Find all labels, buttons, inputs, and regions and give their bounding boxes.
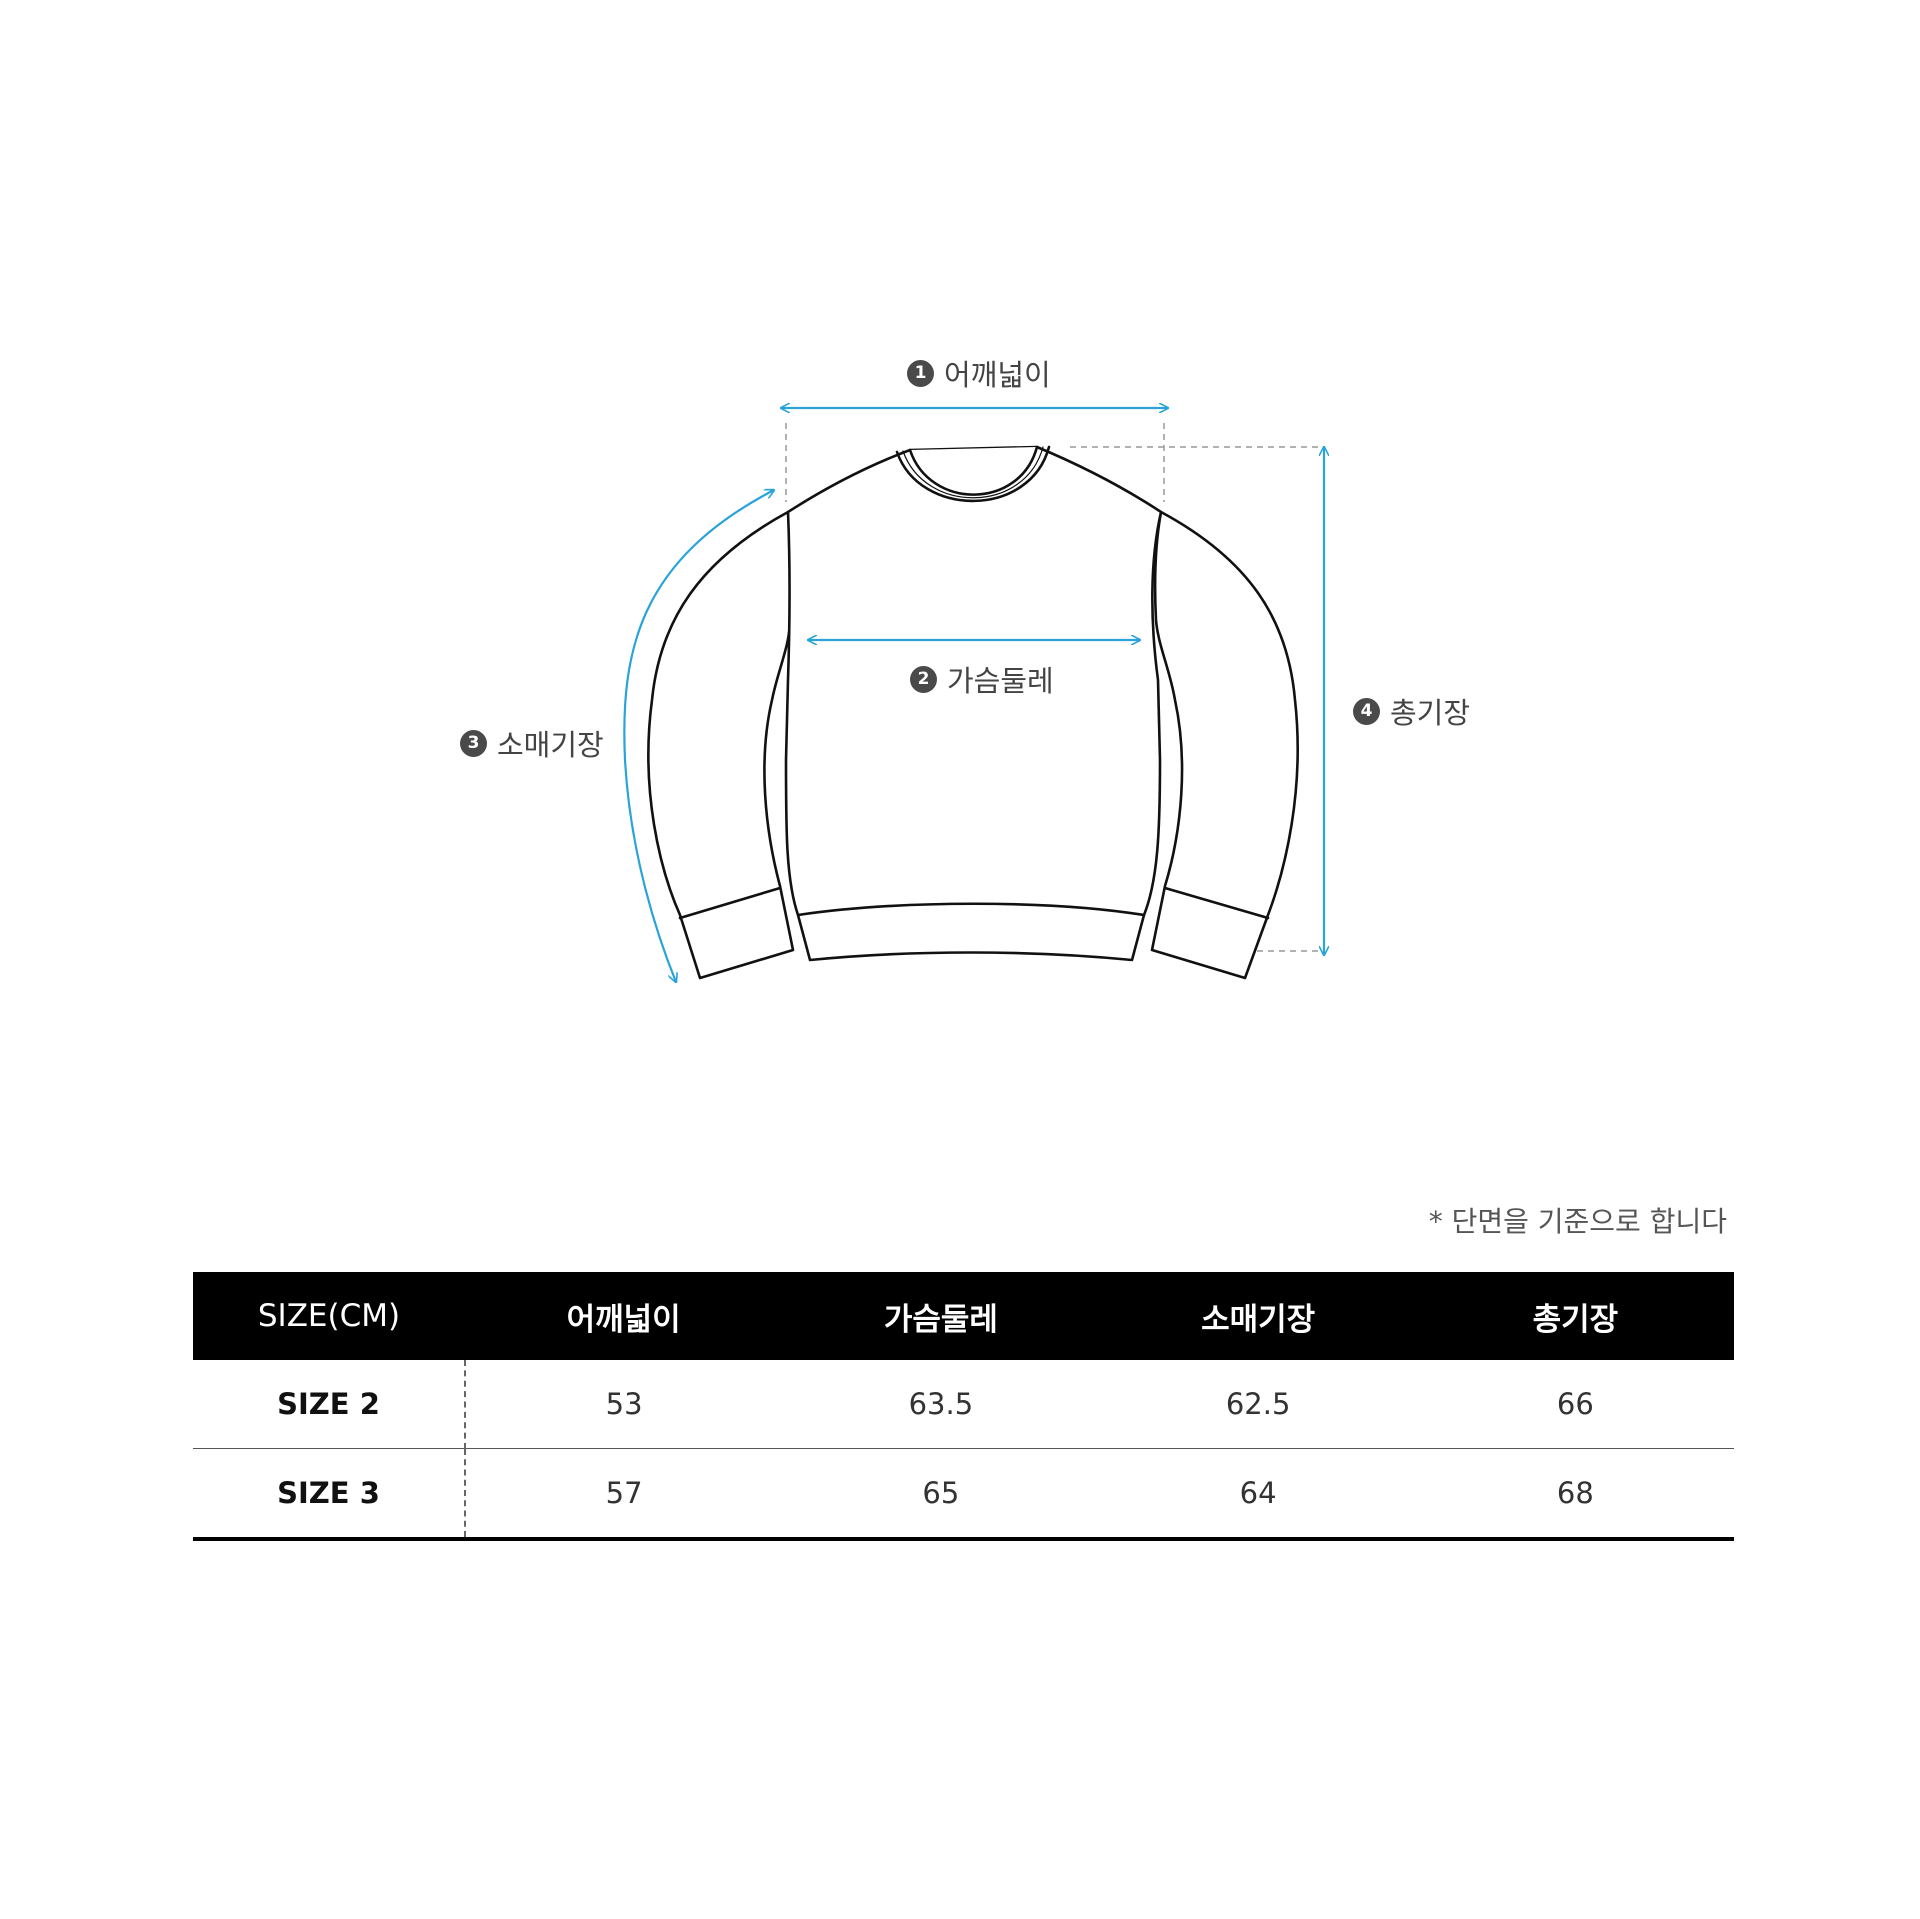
label-sleeve: 3 소매기장 xyxy=(460,722,604,764)
row-size-label: SIZE 3 xyxy=(193,1448,466,1541)
header-sleeve: 소매기장 xyxy=(1099,1272,1417,1360)
cell-value: 65 xyxy=(782,1448,1100,1541)
cell-value: 57 xyxy=(465,1448,783,1541)
size-table: SIZE(CM) 어깨넓이 가슴둘레 소매기장 총기장 SIZE 2 53 63… xyxy=(193,1272,1734,1541)
cell-value: 62.5 xyxy=(1099,1360,1417,1449)
row-size-label: SIZE 2 xyxy=(193,1360,466,1449)
size-diagram: 1 어깨넓이 2 가슴둘레 3 소매기장 4 총기장 xyxy=(460,0,1920,1100)
header-length: 총기장 xyxy=(1416,1272,1734,1360)
label-shoulder: 1 어깨넓이 xyxy=(907,352,1051,394)
cell-value: 66 xyxy=(1416,1360,1734,1449)
label-length: 4 총기장 xyxy=(1353,690,1470,732)
header-size: SIZE(CM) xyxy=(193,1272,465,1360)
cell-value: 63.5 xyxy=(782,1360,1100,1449)
number-4-icon: 4 xyxy=(1353,697,1380,725)
header-chest: 가슴둘레 xyxy=(782,1272,1100,1360)
measurement-note: * 단면을 기준으로 합니다 xyxy=(1428,1205,1727,1238)
sweatshirt-outline xyxy=(647,445,1299,980)
cell-value: 64 xyxy=(1099,1448,1417,1541)
measurement-arrows xyxy=(623,408,1324,982)
sweatshirt-illustration xyxy=(623,0,1920,1100)
cell-value: 53 xyxy=(465,1360,783,1449)
number-3-icon: 3 xyxy=(460,729,487,757)
table-header-row: SIZE(CM) 어깨넓이 가슴둘레 소매기장 총기장 xyxy=(193,1272,1734,1360)
number-1-icon: 1 xyxy=(907,359,934,387)
header-shoulder: 어깨넓이 xyxy=(465,1272,783,1360)
cell-value: 68 xyxy=(1416,1448,1734,1541)
number-2-icon: 2 xyxy=(910,665,937,693)
table-row: SIZE 2 53 63.5 62.5 66 xyxy=(193,1360,1734,1449)
sleeve-arrow xyxy=(623,490,774,982)
label-chest: 2 가슴둘레 xyxy=(910,658,1054,700)
table-row: SIZE 3 57 65 64 68 xyxy=(193,1448,1734,1541)
